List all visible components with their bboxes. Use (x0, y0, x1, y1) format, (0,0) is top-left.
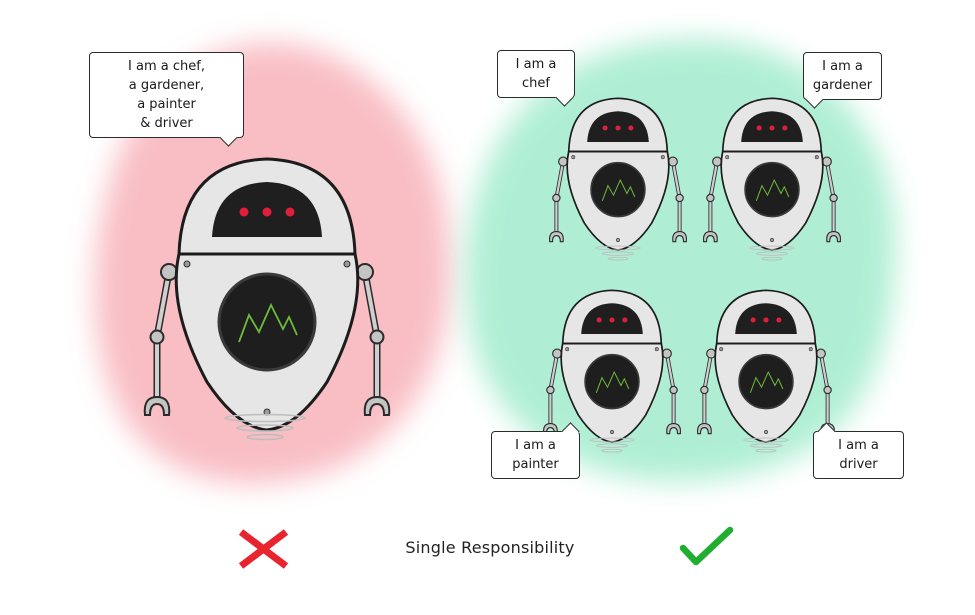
correct-background-blob (465, 39, 896, 482)
diagram-caption: Single Responsibility (405, 538, 575, 557)
gardener-bubble-text: I am a gardener (812, 59, 873, 93)
driver-bubble-text: I am a driver (838, 438, 879, 472)
chef-speech-bubble: I am a chef (497, 50, 575, 107)
painter-bubble-text: I am a painter (512, 438, 559, 472)
multi-role-bubble-text: I am a chef, a gardener, a painter & dri… (128, 59, 205, 131)
cross-icon (238, 529, 289, 569)
multi-role-speech-bubble: I am a chef, a gardener, a painter & dri… (89, 52, 244, 147)
painter-speech-bubble: I am a painter (491, 422, 580, 479)
driver-speech-bubble: I am a driver (813, 422, 904, 479)
chef-bubble-text: I am a chef (515, 57, 557, 91)
check-icon (679, 526, 734, 566)
gardener-speech-bubble: I am a gardener (803, 52, 882, 109)
